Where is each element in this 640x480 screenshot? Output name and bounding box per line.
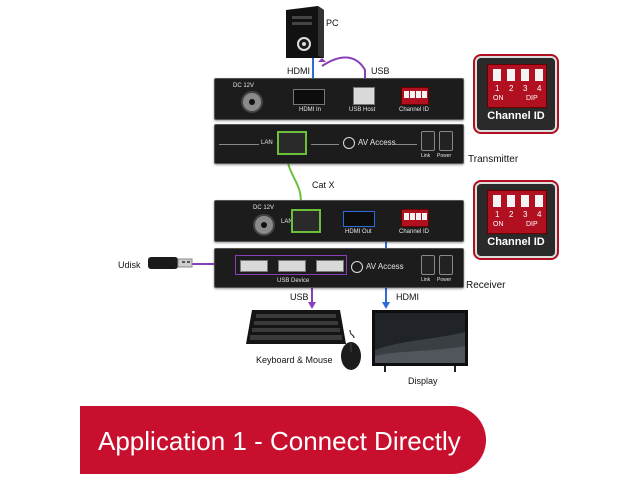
dc-jack-icon xyxy=(253,214,275,236)
dip-dip-label: DIP xyxy=(526,221,538,228)
hdmi-out-port xyxy=(343,211,375,227)
dip-switch-icon xyxy=(401,87,429,105)
link-indicator xyxy=(421,131,435,151)
mouse-icon xyxy=(340,329,362,370)
power-indicator xyxy=(439,255,453,275)
badge-title: Channel ID xyxy=(487,110,545,122)
hdmi-out-label: HDMI Out xyxy=(345,229,372,235)
keyboard-icon xyxy=(246,310,346,344)
link-label: Link xyxy=(421,153,431,159)
lan-label: LAN xyxy=(281,219,293,225)
divider-line xyxy=(219,144,259,145)
transmitter-label: Transmitter xyxy=(468,154,519,165)
link-label: Link xyxy=(421,277,431,283)
hdmi-in-label: HDMI In xyxy=(299,107,322,113)
hdmi-label-bottom: HDMI xyxy=(396,292,419,302)
lan-label: LAN xyxy=(261,140,273,146)
receiver-label: Receiver xyxy=(466,280,506,291)
usb-line-top xyxy=(321,56,366,92)
udisk-label: Udisk xyxy=(118,260,141,270)
channel-id-label: Channel ID xyxy=(399,229,430,235)
dc-label: DC 12V xyxy=(253,205,275,211)
pc-tower xyxy=(282,6,326,60)
hdmi-in-port xyxy=(293,89,325,105)
av-access-logo-icon xyxy=(351,261,363,273)
dip-number: 4 xyxy=(537,210,542,219)
display-icon xyxy=(372,310,468,372)
pc-label: PC xyxy=(326,18,339,28)
cat-x-label: Cat X xyxy=(312,180,335,190)
channel-id-label: Channel ID xyxy=(399,107,430,113)
dip-on-label: ON xyxy=(493,95,504,102)
dc-label: DC 12V xyxy=(233,83,255,89)
divider-line xyxy=(395,144,417,145)
brand-label: AV Access xyxy=(358,138,396,147)
usb-stick-icon xyxy=(148,255,196,271)
usb-host-label: USB Host xyxy=(349,107,376,113)
lan-port xyxy=(291,209,321,233)
usb-host-port xyxy=(353,87,375,105)
keyboard-mouse-label: Keyboard & Mouse xyxy=(256,355,333,365)
link-indicator xyxy=(421,255,435,275)
usb-device-label: USB Device xyxy=(277,278,310,284)
dip-number: 2 xyxy=(509,84,514,93)
dip-on-label: ON xyxy=(493,221,504,228)
divider-line xyxy=(311,144,339,145)
usb-device-group xyxy=(235,255,347,275)
hdmi-label-top: HDMI xyxy=(287,66,310,76)
av-access-logo-icon xyxy=(343,137,355,149)
dip-number: 2 xyxy=(509,210,514,219)
usb-label-top: USB xyxy=(371,66,390,76)
dc-jack-icon xyxy=(241,91,263,113)
power-label: Power xyxy=(437,277,452,283)
usb-port xyxy=(278,260,306,272)
receiver-back-panel: USB Device AV Access Link Power xyxy=(214,248,464,288)
channel-id-badge: 1 2 3 4 ON DIP Channel ID xyxy=(475,56,557,132)
usb-label-bottom: USB xyxy=(290,292,309,302)
transmitter-back-panel: LAN AV Access Link Power xyxy=(214,124,464,164)
lan-port xyxy=(277,131,307,155)
transmitter-front-panel: DC 12V HDMI In USB Host Channel ID xyxy=(214,78,464,120)
receiver-front-panel: DC 12V LAN HDMI Out Channel ID xyxy=(214,200,464,242)
usb-port xyxy=(316,260,344,272)
dip-number: 1 xyxy=(495,84,500,93)
banner-title: Application 1 - Connect Directly xyxy=(98,426,461,456)
dip-number: 4 xyxy=(537,84,542,93)
dip-switch-icon xyxy=(401,209,429,227)
brand-label: AV Access xyxy=(366,262,404,271)
dip-number: 1 xyxy=(495,210,500,219)
channel-id-badge: 1 2 3 4 ON DIP Channel ID xyxy=(475,182,557,258)
dip-dip-label: DIP xyxy=(526,95,538,102)
badge-title: Channel ID xyxy=(487,236,545,248)
power-indicator xyxy=(439,131,453,151)
dip-number: 3 xyxy=(523,210,528,219)
power-label: Power xyxy=(437,153,452,159)
application-banner: Application 1 - Connect Directly xyxy=(80,406,486,474)
display-label: Display xyxy=(408,376,438,386)
usb-port xyxy=(240,260,268,272)
dip-number: 3 xyxy=(523,84,528,93)
